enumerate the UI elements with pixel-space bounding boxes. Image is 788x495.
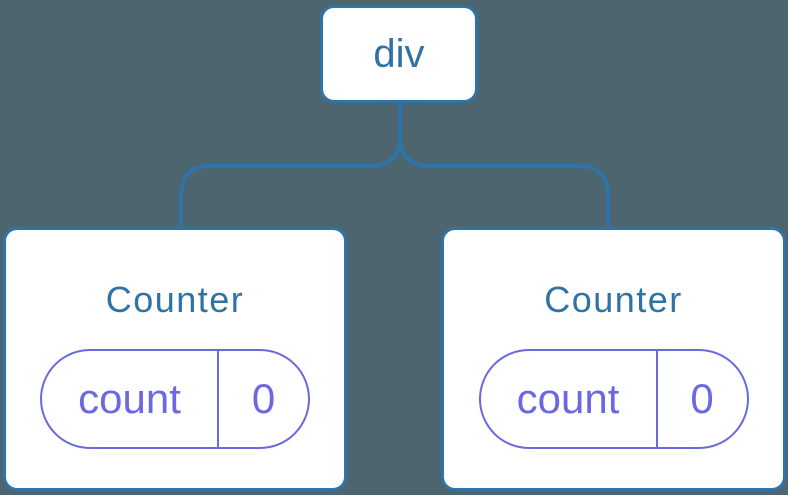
state-value-label: 0 xyxy=(690,375,714,422)
connector-branch-right xyxy=(398,135,610,229)
counter-title: Counter xyxy=(544,279,683,320)
state-pill: count 0 xyxy=(478,349,749,449)
counter-node-left: Counter count 0 xyxy=(3,227,347,491)
root-node-div: div xyxy=(320,5,478,103)
state-value-cell: 0 xyxy=(219,351,308,447)
state-key-cell: count xyxy=(42,351,219,447)
state-value-cell: 0 xyxy=(658,351,747,447)
state-key-cell: count xyxy=(481,351,658,447)
state-key-label: count xyxy=(516,375,620,422)
counter-node-right: Counter count 0 xyxy=(441,227,786,491)
connector-branch-left xyxy=(179,135,402,229)
state-pill: count 0 xyxy=(40,349,310,449)
root-node-label: div xyxy=(373,32,425,76)
state-value-label: 0 xyxy=(251,375,276,422)
state-key-label: count xyxy=(78,375,181,422)
counter-title: Counter xyxy=(105,279,245,320)
